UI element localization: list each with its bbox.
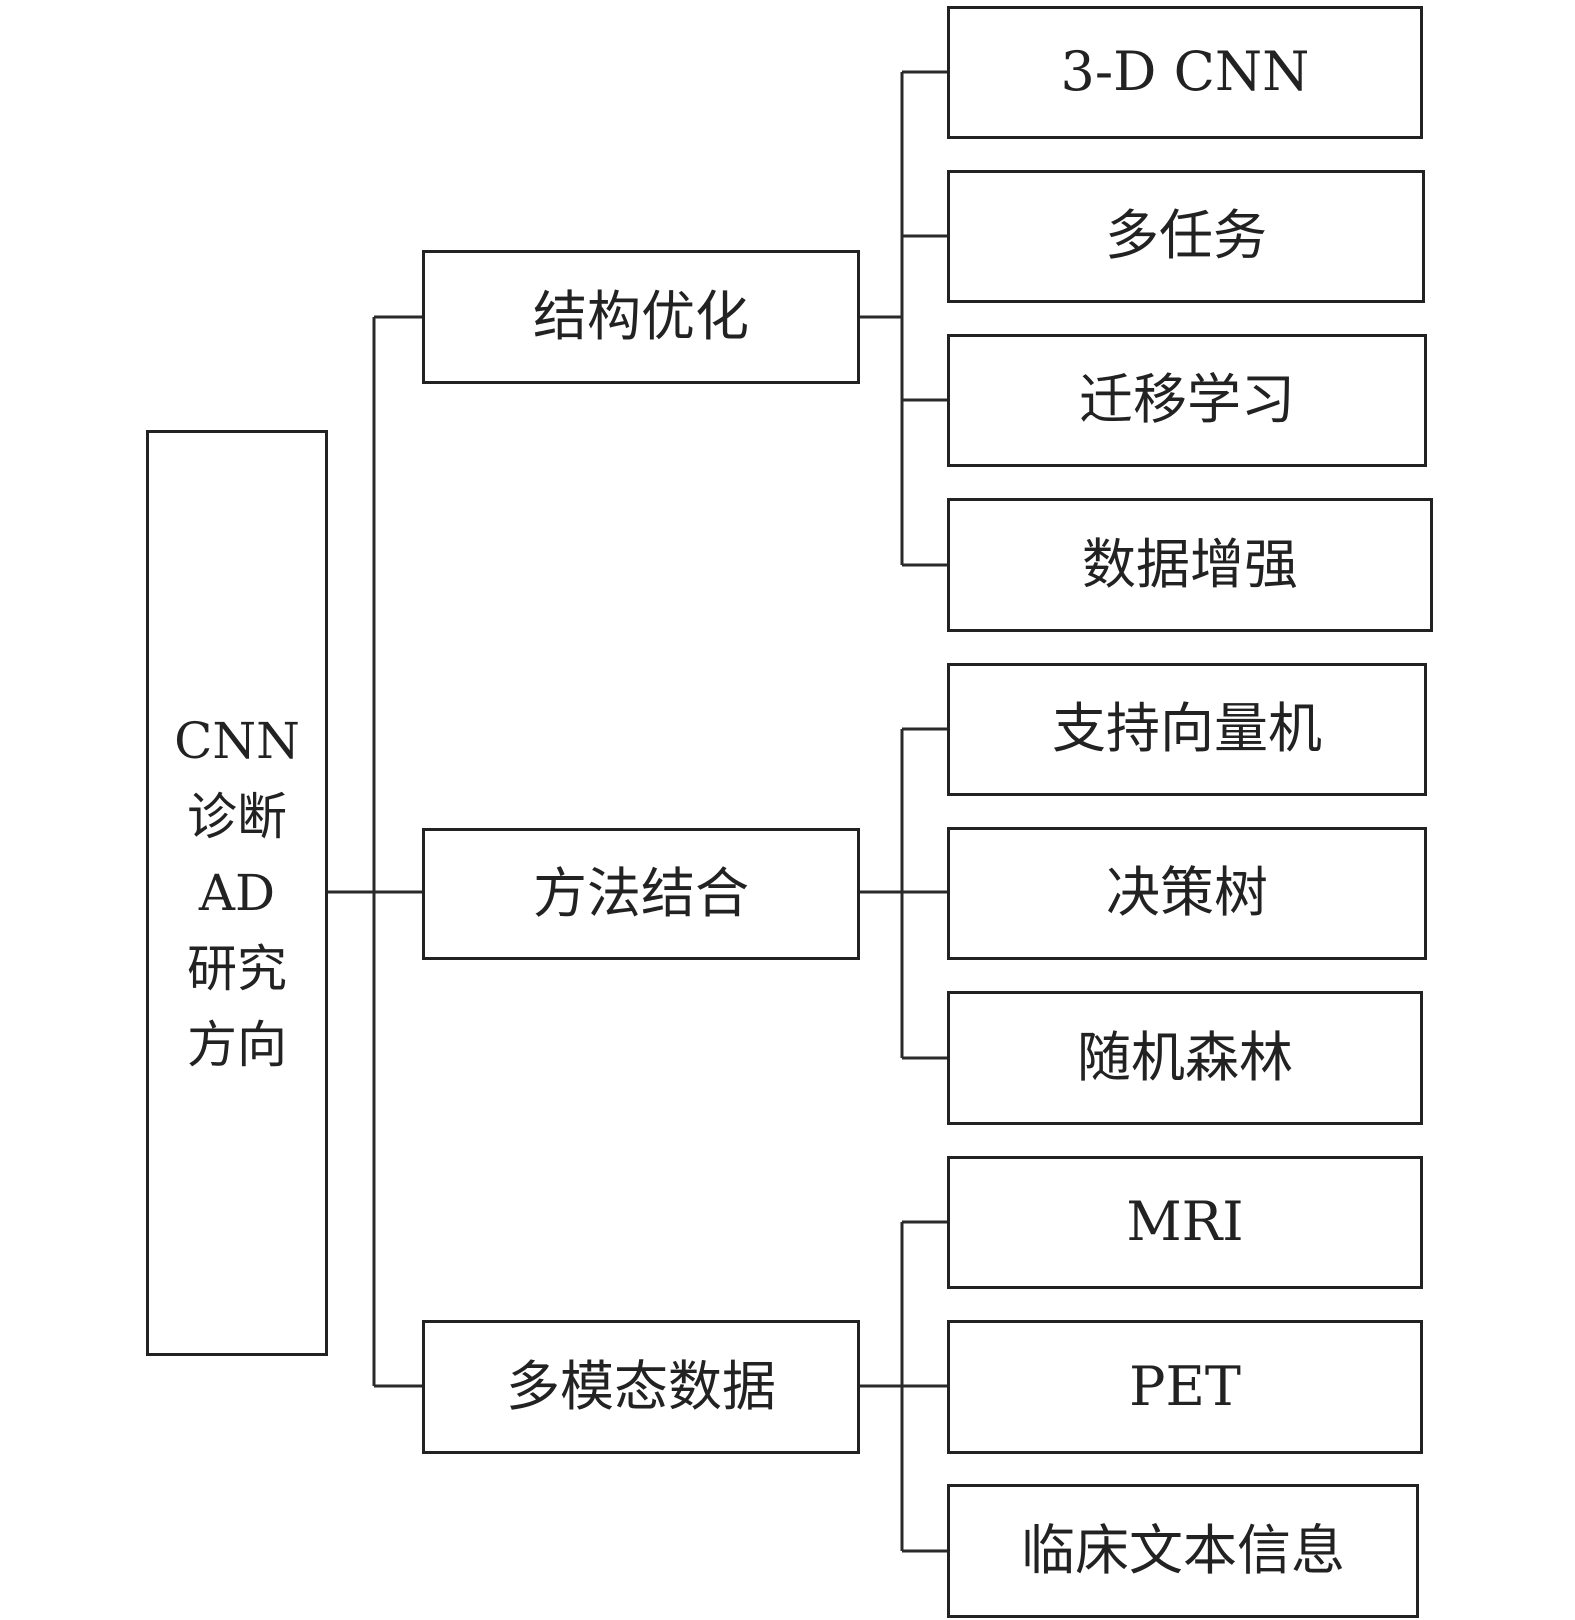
leaf-node-random-forest: 随机森林 [947,991,1423,1125]
leaf-label: 迁移学习 [1079,368,1295,432]
root-line-2: 诊断 [186,788,287,846]
category-label: 多模态数据 [506,1354,776,1418]
root-line-3: AD [198,864,276,922]
leaf-label: 支持向量机 [1052,697,1322,761]
leaf-node-svm: 支持向量机 [947,663,1427,796]
leaf-node-decision-tree: 决策树 [947,827,1427,960]
leaf-label: 3-D CNN [1060,40,1310,104]
leaf-label: PET [1129,1354,1241,1418]
root-line-1: CNN [174,712,300,770]
leaf-node-multi-task: 多任务 [947,170,1425,303]
leaf-label: 临床文本信息 [1021,1518,1345,1582]
leaf-node-3d-cnn: 3-D CNN [947,6,1423,139]
root-line-5: 方向 [186,1016,287,1074]
leaf-label: MRI [1126,1190,1244,1254]
category-label: 方法结合 [533,861,749,925]
leaf-node-data-augmentation: 数据增强 [947,498,1433,632]
leaf-node-transfer-learning: 迁移学习 [947,334,1427,467]
leaf-label: 随机森林 [1077,1025,1293,1089]
category-node-structure-optimization: 结构优化 [422,250,860,384]
category-node-multimodal-data: 多模态数据 [422,1320,860,1454]
leaf-label: 多任务 [1105,204,1267,268]
leaf-node-mri: MRI [947,1156,1423,1289]
root-label: CNN 诊断 AD 研究 方向 [174,703,300,1083]
root-node: CNN 诊断 AD 研究 方向 [146,430,328,1356]
leaf-node-pet: PET [947,1320,1423,1454]
category-label: 结构优化 [533,284,749,348]
root-line-4: 研究 [186,940,287,998]
leaf-node-clinical-text: 临床文本信息 [947,1484,1419,1618]
leaf-label: 数据增强 [1082,532,1298,596]
leaf-label: 决策树 [1106,861,1268,925]
category-node-method-combination: 方法结合 [422,828,860,960]
